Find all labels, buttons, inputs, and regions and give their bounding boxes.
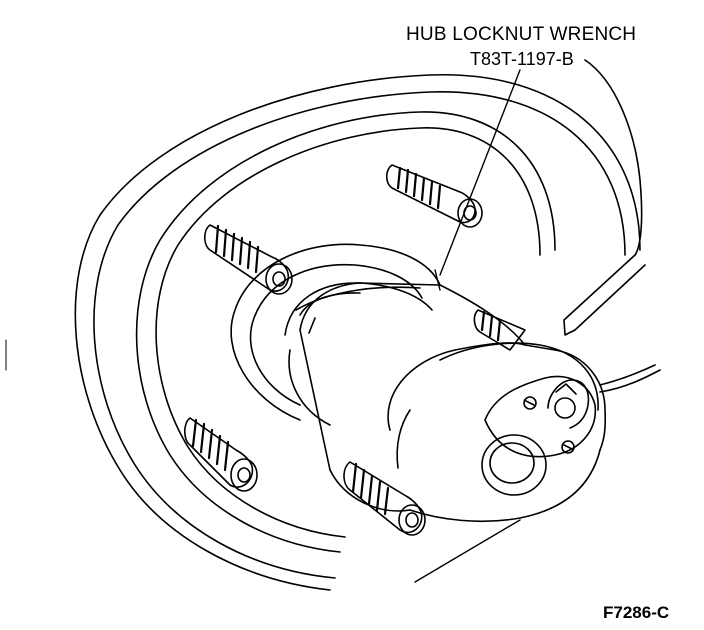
callout-leader bbox=[415, 70, 520, 582]
wheel-stud-left bbox=[205, 225, 292, 294]
hub-face bbox=[231, 244, 440, 425]
wheel-stud-right bbox=[474, 310, 525, 350]
tool-part-number-label: T83T-1197-B bbox=[470, 49, 574, 69]
wheel-stud-bottom bbox=[344, 462, 425, 535]
figure-id-label: F7286-C bbox=[603, 603, 670, 622]
wheel-stud-lower-left bbox=[185, 418, 257, 491]
brake-drum bbox=[6, 75, 640, 590]
locknut-wrench-tool bbox=[296, 283, 605, 521]
spindle-pin bbox=[564, 60, 660, 392]
wheel-stud-top bbox=[387, 165, 482, 227]
tool-name-label: HUB LOCKNUT WRENCH bbox=[406, 24, 637, 45]
